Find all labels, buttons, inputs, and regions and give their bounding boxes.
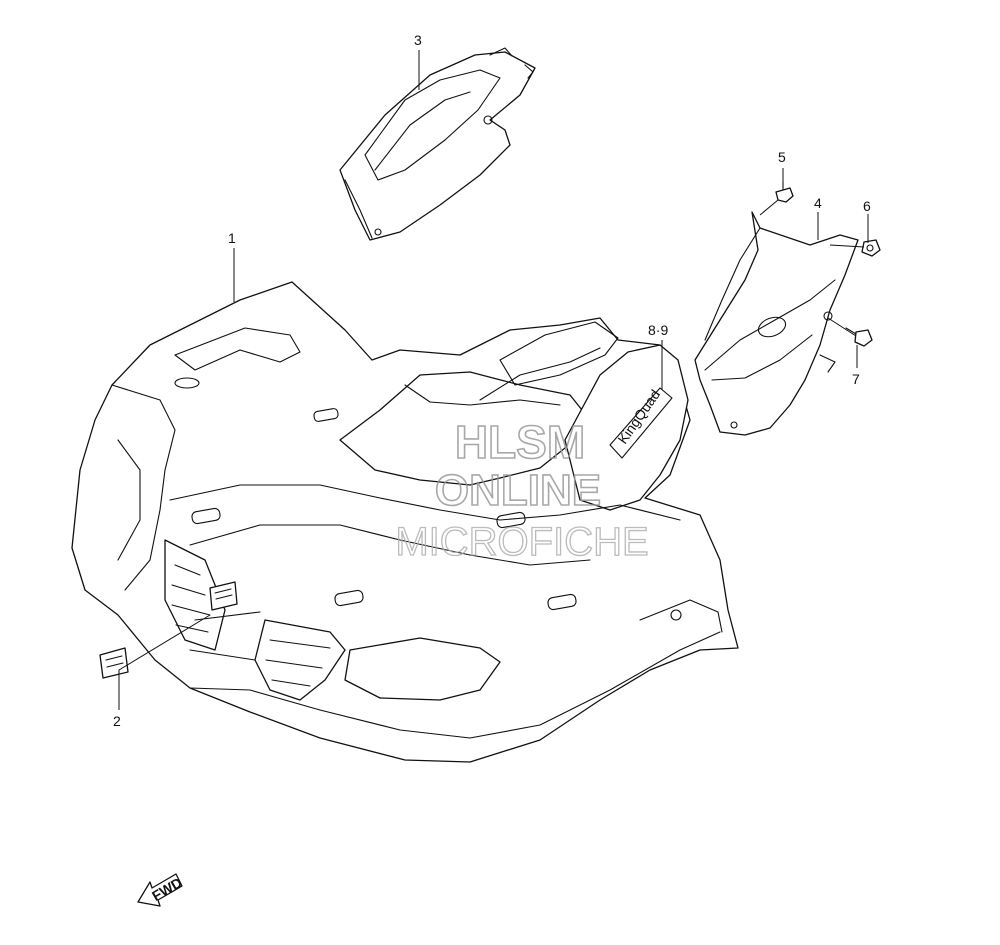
watermark-line-3: MICROFICHE <box>395 520 648 564</box>
callout-1: 1 <box>228 230 236 246</box>
callout-2: 2 <box>113 713 121 729</box>
callout-3: 3 <box>414 32 422 48</box>
callout-8-9: 8·9 <box>648 322 668 338</box>
watermark: HLSM ONLINE MICROFICHE <box>395 415 650 564</box>
callout-labels: 1 2 3 4 5 6 7 8·9 <box>113 32 871 729</box>
watermark-line-2: ONLINE <box>435 466 601 515</box>
fastener-screw-7 <box>845 327 873 347</box>
emblem-pair <box>99 581 238 679</box>
callout-5: 5 <box>778 149 786 165</box>
inner-top-cover <box>339 47 536 241</box>
callout-4: 4 <box>814 195 822 211</box>
leader-lines <box>118 50 869 710</box>
callout-7: 7 <box>852 371 860 387</box>
front-fender-body: KingQuad <box>71 281 739 763</box>
fastener-nut-6 <box>861 239 881 257</box>
callout-6: 6 <box>863 198 871 214</box>
side-cover-panel <box>694 211 859 436</box>
forward-direction-arrow: FWD <box>137 873 185 907</box>
watermark-line-1: HLSM <box>455 416 585 468</box>
fastener-screw-5 <box>775 181 794 203</box>
